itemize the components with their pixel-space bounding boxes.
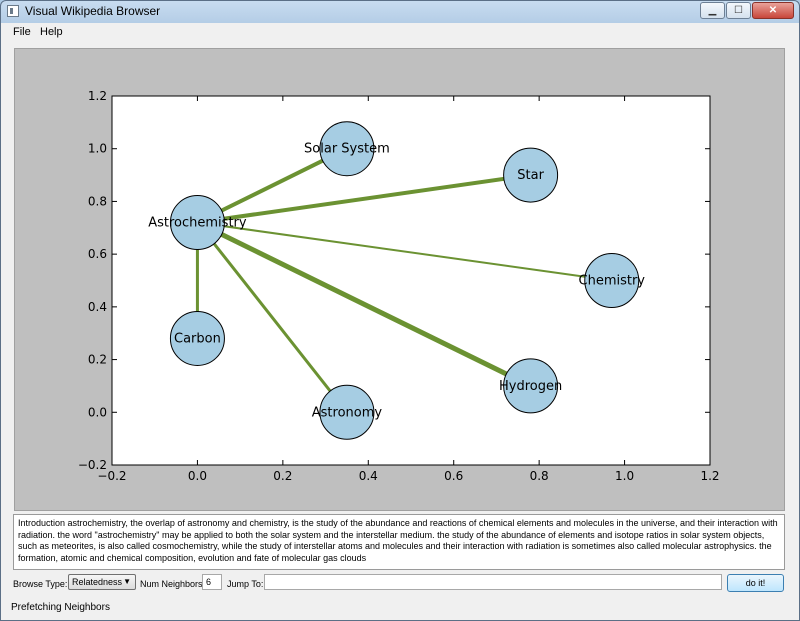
graph-node <box>319 121 375 177</box>
graph-node <box>503 147 559 203</box>
graph-node <box>169 310 225 366</box>
graph-node-label: Chemistry <box>579 274 646 289</box>
window-controls: ▁ ☐ ✕ <box>700 2 794 19</box>
menu-file[interactable]: File <box>13 26 31 38</box>
x-tick-label: 1.2 <box>700 469 719 483</box>
maximize-icon: ☐ <box>734 5 743 16</box>
title-bar[interactable]: Visual Wikipedia Browser ▁ ☐ ✕ <box>1 1 799 23</box>
x-tick-label: 0.0 <box>188 469 207 483</box>
num-neighbors-label: Num Neighbors: <box>140 579 206 589</box>
y-tick-label: −0.2 <box>78 458 107 472</box>
y-tick-label: 0.8 <box>88 194 107 208</box>
close-button[interactable]: ✕ <box>752 2 794 19</box>
browse-type-label: Browse Type: <box>13 579 68 589</box>
y-tick-label: 0.0 <box>88 405 107 419</box>
graph-node <box>584 253 640 308</box>
x-tick-label: 0.4 <box>359 469 378 483</box>
graph-node-label: Hydrogen <box>499 379 562 394</box>
do-it-button[interactable]: do it! <box>727 574 784 592</box>
browse-type-value: Relatedness <box>72 577 123 587</box>
x-tick-label: −0.2 <box>97 469 126 483</box>
graph-canvas[interactable]: −0.2 0.0 0.2 0.4 0.6 0.8 1.0 1.2 1.2 1.0 0.8 0.6 0.4… <box>15 49 784 510</box>
graph-edge <box>196 146 348 225</box>
graph-node-label: Astrochemistry <box>148 216 247 231</box>
menu-help[interactable]: Help <box>40 26 63 38</box>
menu-help-label: Help <box>40 26 63 38</box>
num-neighbors-input[interactable]: 6 <box>202 574 222 590</box>
app-icon <box>7 5 19 17</box>
article-description[interactable]: Introduction astrochemistry, the overlap… <box>13 514 785 570</box>
close-icon: ✕ <box>768 5 778 16</box>
menu-bar: File Help <box>1 23 799 42</box>
x-tick-label: 0.8 <box>530 469 549 483</box>
graph-node <box>319 384 375 440</box>
x-tick-label: 0.2 <box>273 469 292 483</box>
graph-node-label: Solar System <box>304 142 390 157</box>
y-tick-label: 1.2 <box>88 89 107 103</box>
window-title: Visual Wikipedia Browser <box>25 4 161 18</box>
graph-node-label: Astronomy <box>312 405 383 420</box>
graph-edge <box>197 173 531 225</box>
y-tick-label: 1.0 <box>88 142 107 156</box>
y-tick-label: 0.6 <box>88 247 107 261</box>
minimize-button[interactable]: ▁ <box>700 2 725 19</box>
jump-to-label: Jump To: <box>227 579 264 589</box>
status-bar: Prefetching Neighbors <box>11 602 110 613</box>
control-bar: Browse Type: Relatedness ▼ Num Neighbors… <box>1 574 799 594</box>
do-it-label: do it! <box>745 578 766 588</box>
y-tick-label: 0.2 <box>88 353 107 367</box>
minimize-icon: ▁ <box>708 5 717 16</box>
graph-node <box>503 358 559 414</box>
graph-node-label: Star <box>517 168 544 183</box>
graph-node <box>169 195 225 251</box>
num-neighbors-value: 6 <box>206 577 212 587</box>
x-tick-label: 1.0 <box>615 469 634 483</box>
maximize-button[interactable]: ☐ <box>726 2 751 19</box>
graph-node-label: Carbon <box>174 331 221 346</box>
y-tick-label: 0.4 <box>88 300 107 314</box>
jump-to-input[interactable] <box>264 574 722 590</box>
chevron-down-icon: ▼ <box>123 577 131 586</box>
x-tick-label: 0.6 <box>444 469 463 483</box>
graph-edge <box>197 221 612 282</box>
browse-type-select[interactable]: Relatedness ▼ <box>68 574 136 590</box>
graph-edge <box>196 220 532 389</box>
graph-panel: −0.2 0.0 0.2 0.4 0.6 0.8 1.0 1.2 1.2 1.0 0.8 0.6 0.4… <box>14 48 785 511</box>
graph-edge <box>196 221 349 414</box>
menu-file-label: File <box>13 26 31 38</box>
